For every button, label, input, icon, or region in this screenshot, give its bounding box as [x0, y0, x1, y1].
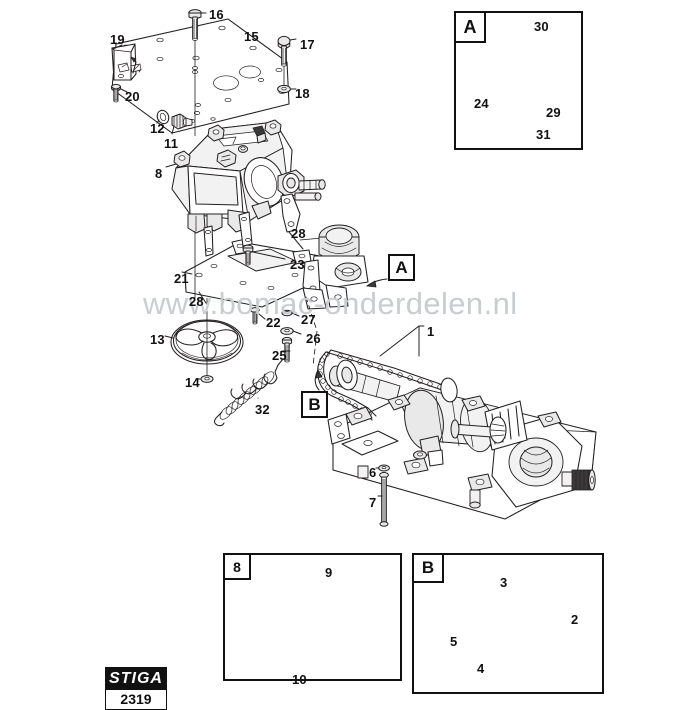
detail-chain-on-axle [317, 349, 458, 421]
sheet-number-label: 2319 [105, 690, 167, 710]
reference-marker-a-letter: A [395, 257, 408, 277]
part-fitting-11 [171, 113, 193, 130]
part-spacer-28-left [203, 225, 214, 257]
detail-box-b-letter: B [421, 558, 435, 577]
callout-13-pulley: 13 [150, 332, 165, 347]
stiga-brand-label: STIGA [105, 667, 167, 690]
callout-31-washer: 31 [536, 127, 551, 142]
part-bolt-17 [277, 35, 291, 67]
part-rear-axle-assembly-1 [317, 349, 597, 520]
callout-3-chain: 3 [500, 575, 508, 590]
callout-10-clip: 10 [292, 672, 307, 687]
part-pivot-mount [302, 224, 369, 310]
leader-27 [291, 312, 300, 317]
callout-2-large-sprocket: 2 [571, 612, 579, 627]
detail-box-a-label: A [454, 11, 486, 43]
callout-17-bolt: 17 [300, 37, 315, 52]
leader-8 [165, 163, 177, 168]
leader-20 [120, 88, 128, 93]
leader-28-lower [198, 291, 207, 304]
callout-15-mounting-plate: 15 [244, 29, 259, 44]
part-spring-32 [213, 358, 284, 427]
leader-21 [181, 271, 193, 275]
callout-11-fitting: 11 [164, 136, 179, 151]
part-bolt-25 [281, 336, 293, 363]
callout-32-tension-spring: 32 [255, 402, 270, 417]
part-mounting-plate-15 [111, 18, 290, 134]
callout-25-bolt: 25 [272, 348, 287, 363]
detail-box-8-letter: 8 [233, 558, 241, 575]
detail-box-b-label: B [412, 553, 444, 583]
leader-28-top [288, 231, 304, 250]
callout-20-screw: 20 [125, 89, 140, 104]
callout-27-washer: 27 [301, 312, 316, 327]
part-washer-6 [378, 464, 390, 472]
callout-7-long-bolt: 7 [369, 495, 377, 510]
callout-23-bolt: 23 [290, 257, 305, 272]
leader-1-a [379, 325, 420, 357]
reference-marker-b-letter: B [308, 394, 321, 414]
reference-marker-a: A [388, 254, 415, 281]
callout-16-bolt: 16 [209, 7, 224, 22]
callout-19-bracket: 19 [110, 32, 125, 47]
callout-22-bolt: 22 [266, 315, 281, 330]
part-washer-26 [280, 327, 294, 335]
leader-23 [252, 251, 286, 260]
callout-5-key-pin: 5 [450, 634, 458, 649]
callout-21-support-plate: 21 [174, 271, 189, 286]
callout-24-idler-bracket: 24 [474, 96, 489, 111]
callout-9-breather-cap: 9 [325, 565, 333, 580]
callout-18-washer: 18 [295, 86, 310, 101]
part-screw-20 [110, 83, 122, 103]
leader-11 [171, 125, 175, 135]
part-washer-14 [200, 375, 214, 383]
callout-28-spacer: 28 [189, 294, 204, 309]
callout-4-small-sprocket: 4 [477, 661, 485, 676]
callout-1-rear-axle-assembly: 1 [427, 324, 435, 339]
callout-26-washer: 26 [306, 331, 321, 346]
detail-box-8-label: 8 [223, 553, 251, 580]
part-bolt-16 [188, 9, 202, 41]
detail-box-8 [223, 553, 402, 681]
callout-30-bolt: 30 [534, 19, 549, 34]
part-seal-12 [156, 109, 170, 125]
callout-6-washer: 6 [369, 465, 377, 480]
leader-17 [289, 38, 297, 41]
leader-22 [258, 313, 266, 320]
callout-29-idler-pulley: 29 [546, 105, 561, 120]
part-bracket-19 [111, 43, 142, 81]
part-bolt-22 [250, 307, 260, 325]
detail-box-b [412, 553, 604, 694]
part-transaxle-8 [171, 119, 326, 234]
callout-12-seal-ring: 12 [150, 121, 165, 136]
part-washer-27 [281, 309, 293, 317]
leader-12 [156, 119, 160, 124]
callout-28-spacer: 28 [291, 226, 306, 241]
part-washer-18 [277, 84, 291, 94]
stiga-logo-block: STIGA 2319 [105, 667, 167, 710]
assembly-guide-dashed [305, 296, 318, 367]
part-bolt-23 [242, 244, 254, 266]
leader-26 [292, 330, 302, 335]
callout-14-washer: 14 [185, 375, 200, 390]
detail-box-a-letter: A [463, 16, 477, 37]
callout-8-hydrostatic-transaxle: 8 [155, 166, 163, 181]
leader-13 [164, 335, 174, 339]
part-long-bolt-7 [379, 472, 389, 527]
leader-19 [112, 44, 123, 50]
reference-marker-b: B [301, 391, 328, 418]
part-arm-upper [238, 211, 253, 247]
